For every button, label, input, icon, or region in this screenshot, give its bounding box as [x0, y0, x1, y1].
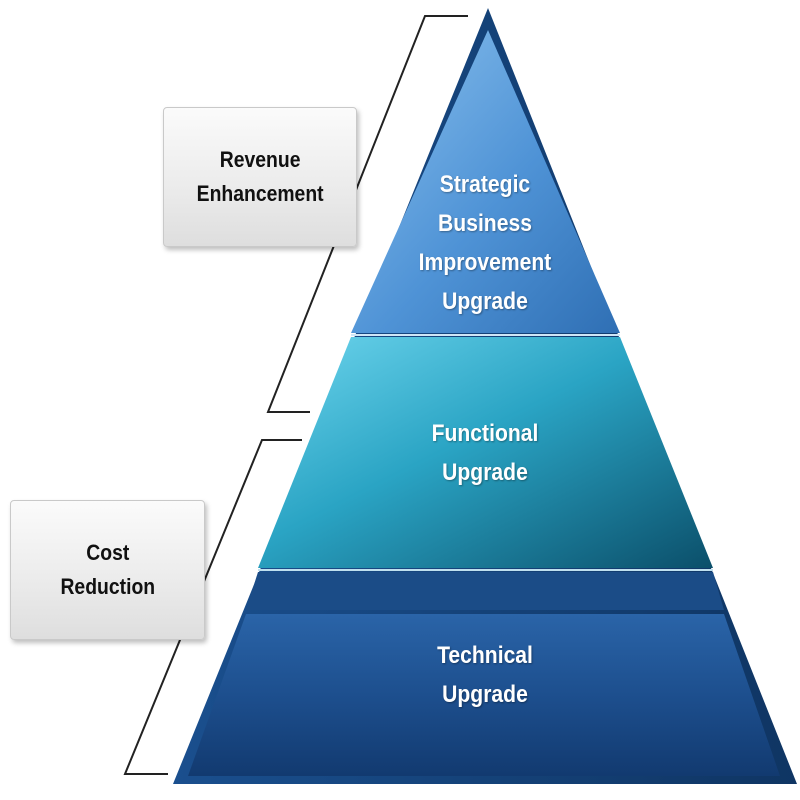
revenue-enhancement-label: Revenue Enhancement — [197, 143, 324, 211]
tier-bottom-band — [246, 572, 724, 610]
tier-middle-shape — [258, 337, 713, 568]
tier-line: Upgrade — [442, 681, 528, 708]
label-line: Cost — [85, 540, 130, 565]
tier-top-label: Strategic Business Improvement Upgrade — [349, 165, 622, 321]
tier-line: Technical — [437, 642, 533, 669]
tier-bottom-shape — [188, 614, 780, 776]
label-line: Revenue — [219, 147, 301, 172]
cost-reduction-box: Cost Reduction — [10, 500, 205, 640]
label-line: Enhancement — [196, 181, 324, 206]
tier-line: Upgrade — [442, 459, 528, 486]
tier-line: Strategic — [439, 171, 531, 198]
revenue-enhancement-box: Revenue Enhancement — [163, 107, 357, 247]
tier-line: Business — [438, 210, 532, 237]
tier-bottom-label: Technical Upgrade — [349, 636, 622, 714]
tier-top-shape — [351, 30, 620, 333]
cost-reduction-label: Cost Reduction — [60, 536, 155, 604]
tier-middle-label: Functional Upgrade — [349, 414, 622, 492]
tier-line: Upgrade — [442, 288, 528, 315]
tier-line: Improvement — [418, 249, 552, 276]
tier-line: Functional — [431, 420, 539, 447]
label-line: Reduction — [60, 574, 155, 599]
